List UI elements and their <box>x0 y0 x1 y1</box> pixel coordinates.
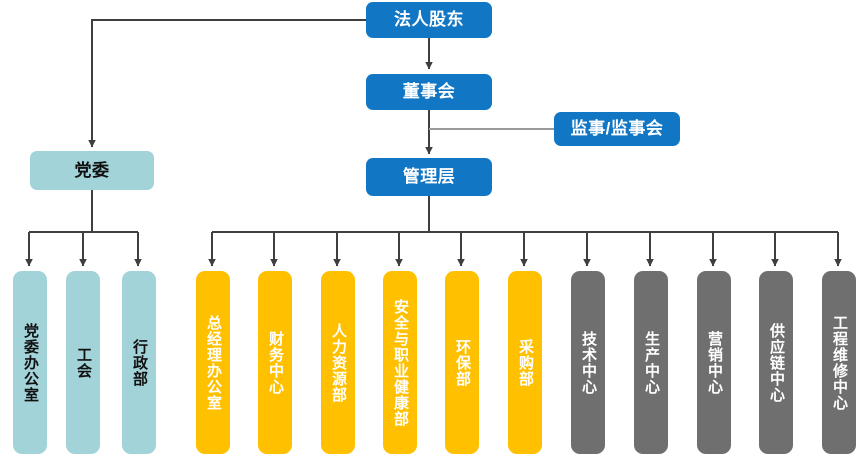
department-label: 行政部 <box>130 338 148 387</box>
department-box[interactable]: 党委办公室 <box>13 271 47 454</box>
department-label: 营销中心 <box>705 330 723 395</box>
department-label: 供应链中心 <box>767 322 785 403</box>
department-box[interactable]: 技术中心 <box>571 271 605 454</box>
node-party-committee-label: 党委 <box>74 160 110 180</box>
department-box[interactable]: 环保部 <box>445 271 479 454</box>
department-label: 生产中心 <box>642 330 660 395</box>
department-box[interactable]: 总经理办公室 <box>196 271 230 454</box>
department-label: 党委办公室 <box>21 322 39 403</box>
department-label: 财务中心 <box>266 330 284 395</box>
department-box[interactable]: 供应链中心 <box>759 271 793 454</box>
department-label: 人力资源部 <box>329 322 347 403</box>
department-box[interactable]: 工程维修中心 <box>822 271 856 454</box>
department-label: 安全与职业健康部 <box>391 298 409 427</box>
department-box[interactable]: 生产中心 <box>634 271 668 454</box>
department-box[interactable]: 安全与职业健康部 <box>383 271 417 454</box>
department-label: 技术中心 <box>579 330 597 395</box>
node-supervisor[interactable]: 监事/监事会 <box>554 112 680 146</box>
department-label: 环保部 <box>453 338 471 387</box>
department-box[interactable]: 营销中心 <box>697 271 731 454</box>
node-management[interactable]: 管理层 <box>366 158 492 196</box>
node-shareholder[interactable]: 法人股东 <box>366 2 492 38</box>
department-label: 采购部 <box>516 338 534 387</box>
node-board-of-directors-label: 董事会 <box>402 82 456 102</box>
department-box[interactable]: 人力资源部 <box>321 271 355 454</box>
department-label: 工会 <box>74 346 92 379</box>
node-management-label: 管理层 <box>402 167 456 187</box>
department-box[interactable]: 财务中心 <box>258 271 292 454</box>
department-box[interactable]: 采购部 <box>508 271 542 454</box>
department-label: 工程维修中心 <box>830 314 848 411</box>
department-label: 总经理办公室 <box>204 314 222 411</box>
department-box[interactable]: 行政部 <box>122 271 156 454</box>
node-supervisor-label: 监事/监事会 <box>570 119 664 139</box>
node-board-of-directors[interactable]: 董事会 <box>366 74 492 110</box>
department-box[interactable]: 工会 <box>66 271 100 454</box>
node-shareholder-label: 法人股东 <box>394 10 464 30</box>
node-party-committee[interactable]: 党委 <box>30 151 154 190</box>
